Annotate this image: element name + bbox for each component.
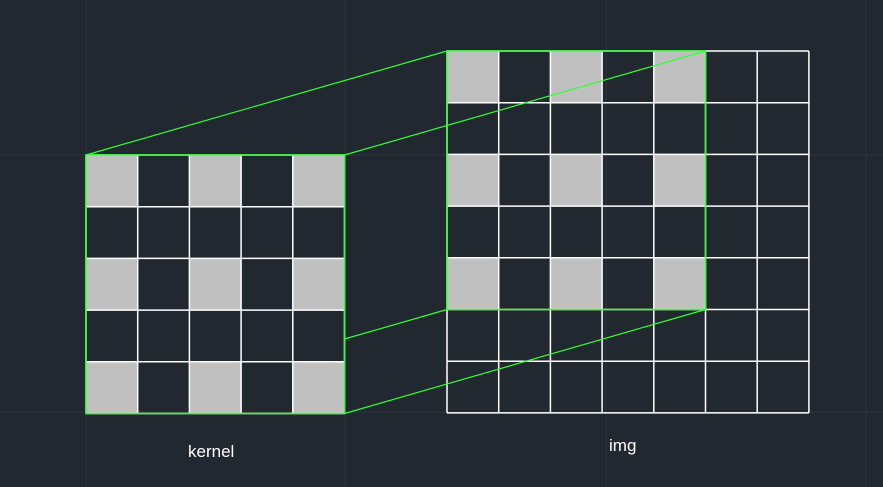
img-filled-cell [653, 51, 706, 103]
projection-line [344, 308, 706, 415]
kernel-filled-cell [292, 258, 345, 311]
img-label: img [609, 436, 637, 455]
projection-lines [85, 50, 707, 415]
img-filled-cell [447, 51, 499, 103]
img-filled-cell [550, 257, 603, 310]
kernel-label: kernel [188, 442, 235, 461]
kernel-filled-cell [86, 155, 138, 207]
kernel-filled-cell [292, 361, 345, 414]
projection-line [85, 50, 448, 156]
kernel-outline [85, 154, 346, 415]
kernel-filled-cell [292, 155, 345, 207]
kernel-filled-cell [86, 361, 138, 414]
kernel-filled-cell [86, 258, 138, 311]
projection-line [344, 308, 448, 340]
img-filled-cell [550, 154, 603, 207]
img-filled-cell [653, 257, 706, 310]
projection-line [344, 50, 706, 156]
kernel-filled-cell [189, 361, 242, 414]
img-grid [446, 50, 810, 414]
kernel-grid [85, 154, 346, 415]
img-filled-cell [653, 154, 706, 207]
kernel-filled-cell [189, 258, 242, 311]
img-filled-cell [550, 51, 603, 103]
kernel-filled-cell [189, 155, 242, 207]
img-highlight-region [446, 50, 707, 311]
img-filled-cell [447, 154, 499, 207]
img-filled-cell [447, 257, 499, 310]
